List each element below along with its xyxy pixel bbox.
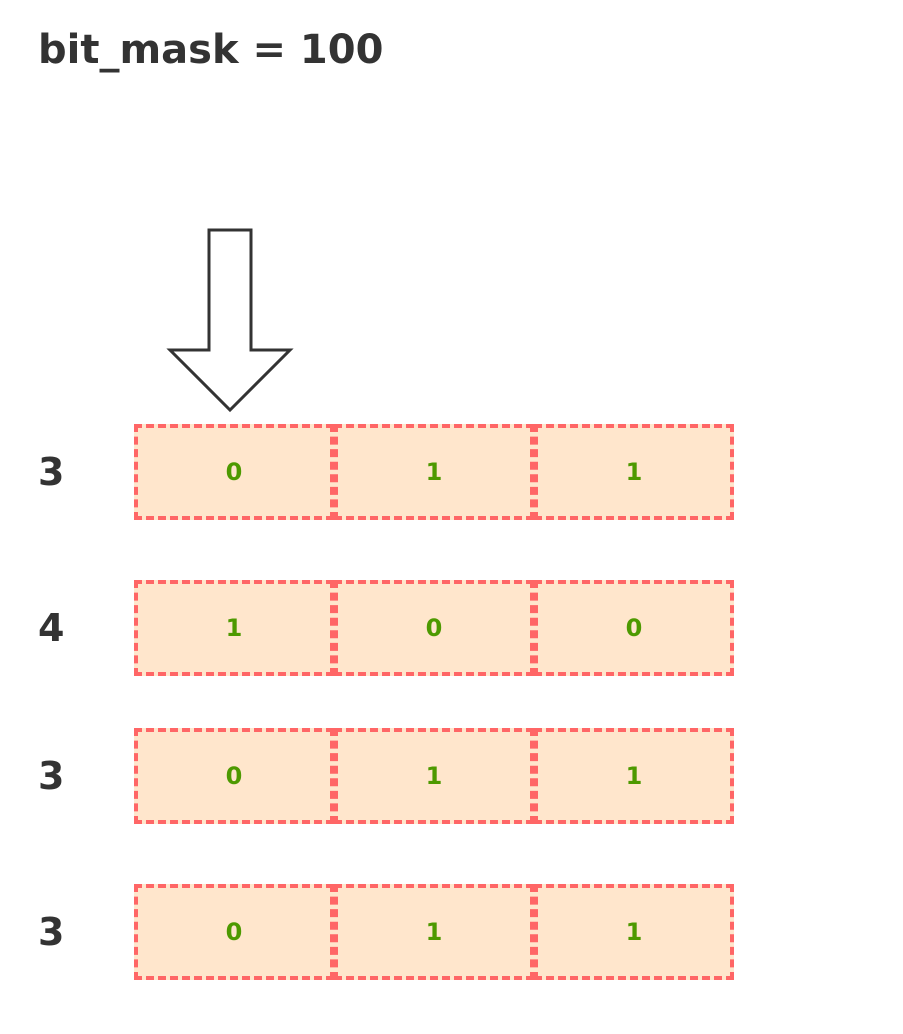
row-value-label: 3 — [38, 910, 65, 954]
bit-cell: 1 — [334, 728, 534, 824]
bit-cell: 0 — [134, 728, 334, 824]
bit-cell: 1 — [534, 424, 734, 520]
row-value-label: 4 — [38, 606, 65, 650]
bit-cell: 0 — [134, 884, 334, 980]
bit-row-2: 4 1 0 0 — [0, 580, 903, 676]
bit-cell: 0 — [134, 424, 334, 520]
bit-row-4: 3 0 1 1 — [0, 884, 903, 980]
row-value-label: 3 — [38, 450, 65, 494]
bit-cell: 1 — [534, 884, 734, 980]
bit-row-3: 3 0 1 1 — [0, 728, 903, 824]
bit-row-1: 3 0 1 1 — [0, 424, 903, 520]
page-title: bit_mask = 100 — [38, 27, 384, 73]
bit-cell: 0 — [534, 580, 734, 676]
bit-cell: 1 — [334, 884, 534, 980]
bit-cell: 1 — [334, 424, 534, 520]
down-arrow-icon — [166, 228, 294, 413]
bit-cell: 0 — [334, 580, 534, 676]
bit-cell: 1 — [534, 728, 734, 824]
bit-cell: 1 — [134, 580, 334, 676]
row-value-label: 3 — [38, 754, 65, 798]
